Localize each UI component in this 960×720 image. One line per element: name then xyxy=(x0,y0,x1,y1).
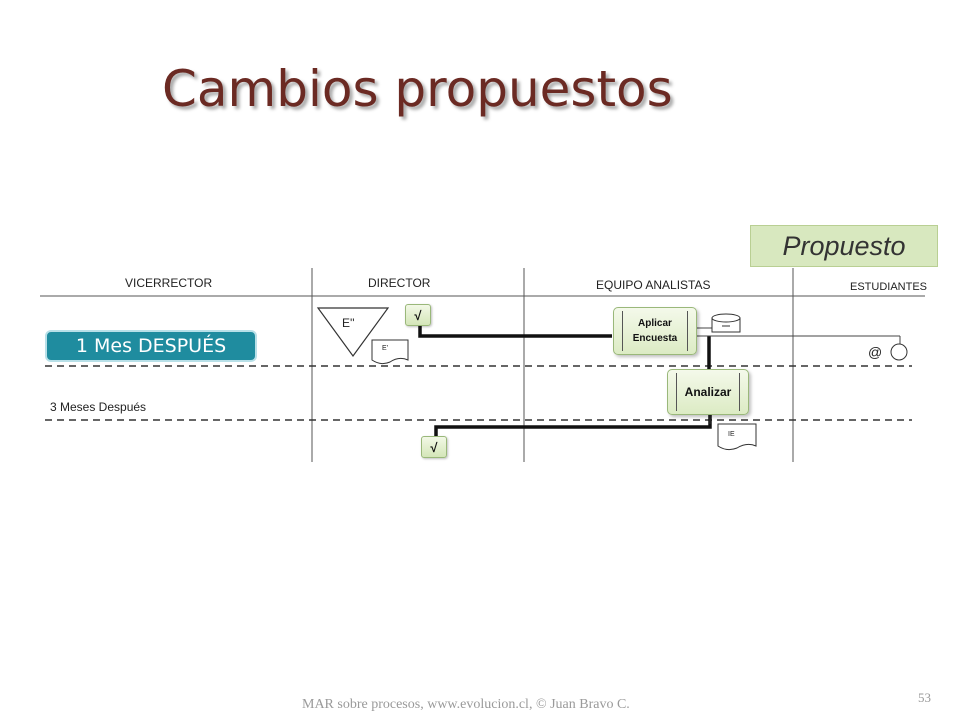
document-e xyxy=(371,339,409,365)
document-e-label: E' xyxy=(382,345,389,352)
page-number: 53 xyxy=(918,690,931,705)
lane-label-vicerrector: VICERRECTOR xyxy=(125,276,213,290)
propuesto-tag: Propuesto xyxy=(750,225,938,267)
process-aplicar-line2: Encuesta xyxy=(632,333,678,344)
lane-label-equipo: EQUIPO ANALISTAS xyxy=(596,278,711,292)
check-director-bottom-icon: √ xyxy=(421,436,447,458)
slide-title: Cambios propuestos xyxy=(162,60,673,118)
email-icon: @ xyxy=(868,344,883,360)
flow-line-top xyxy=(418,326,612,338)
slide-footer: MAR sobre procesos, www.evolucion.cl, © … xyxy=(302,697,630,712)
document-ie xyxy=(717,423,757,451)
process-aplicar-line1: Aplicar xyxy=(638,318,672,329)
process-aplicar-encuesta: Aplicar Encuesta xyxy=(613,307,697,355)
process-analizar-label: Analizar xyxy=(684,385,732,399)
document-ie-label: IE xyxy=(728,431,735,438)
process-analizar: Analizar xyxy=(667,369,749,415)
student-terminal-icon xyxy=(890,343,908,361)
lane-label-director: DIRECTOR xyxy=(368,276,431,290)
check-director-icon: √ xyxy=(405,304,431,326)
store-triangle xyxy=(316,307,390,358)
period-badge: 1 Mes DESPUÉS xyxy=(45,330,257,362)
period-label-second: 3 Meses Después xyxy=(50,400,147,414)
lane-label-estudiantes: ESTUDIANTES xyxy=(850,281,928,293)
store-label: E'' xyxy=(342,316,355,330)
database-icon xyxy=(711,313,741,333)
